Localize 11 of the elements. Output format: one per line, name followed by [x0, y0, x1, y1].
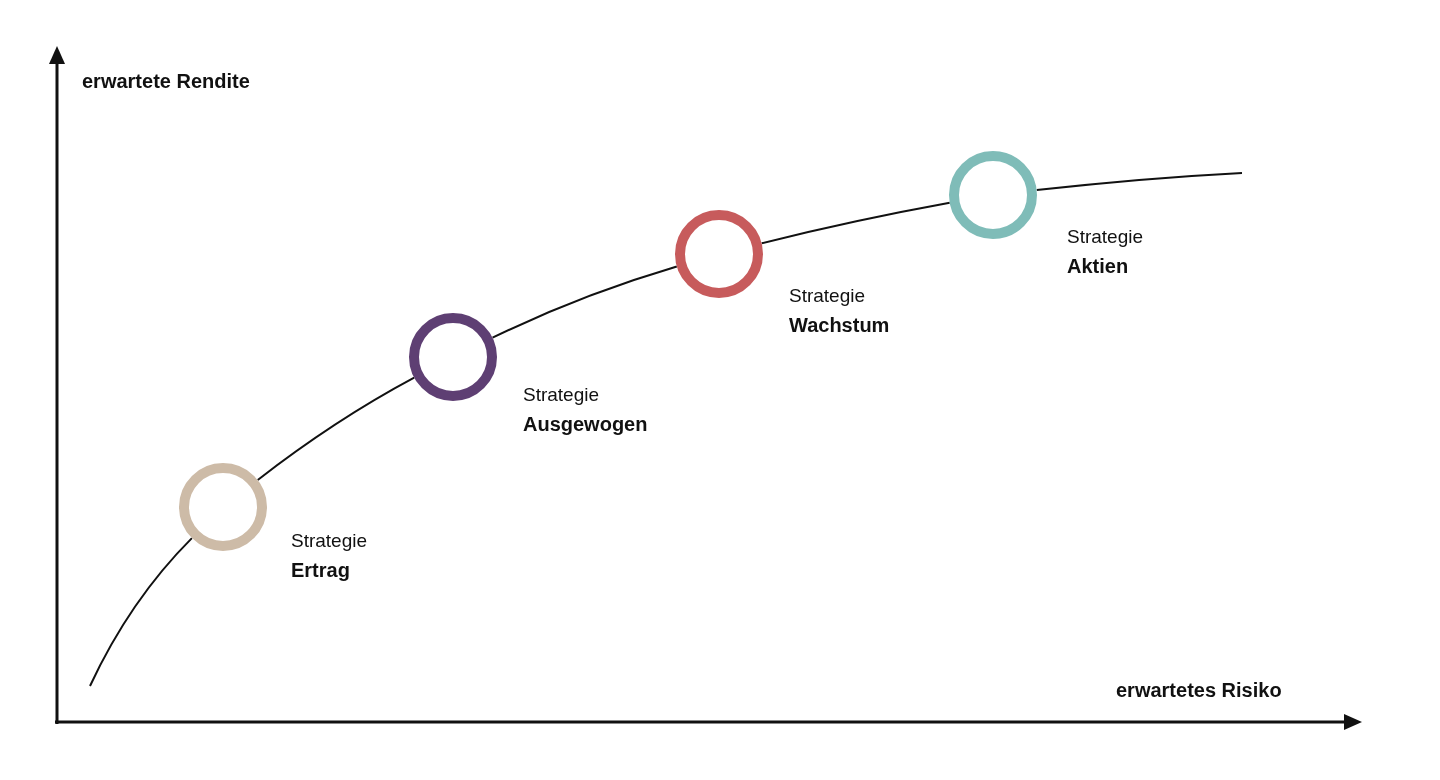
strategy-name: Ertrag	[291, 559, 350, 581]
strategy-caption: Strategie	[523, 384, 600, 405]
strategy-caption: Strategie	[789, 285, 866, 306]
axis-label: erwartetes Risiko	[1116, 678, 1282, 703]
strategy-caption: Strategie	[1067, 226, 1144, 247]
strategy-name: Wachstum	[789, 314, 890, 336]
strategy-name: Aktien	[1067, 255, 1129, 277]
curve-segment	[89, 537, 193, 687]
strategy-name: Ausgewogen	[523, 413, 648, 435]
strategy-caption: Strategie	[291, 530, 368, 551]
axis-label: erwartete Rendite	[82, 69, 250, 94]
